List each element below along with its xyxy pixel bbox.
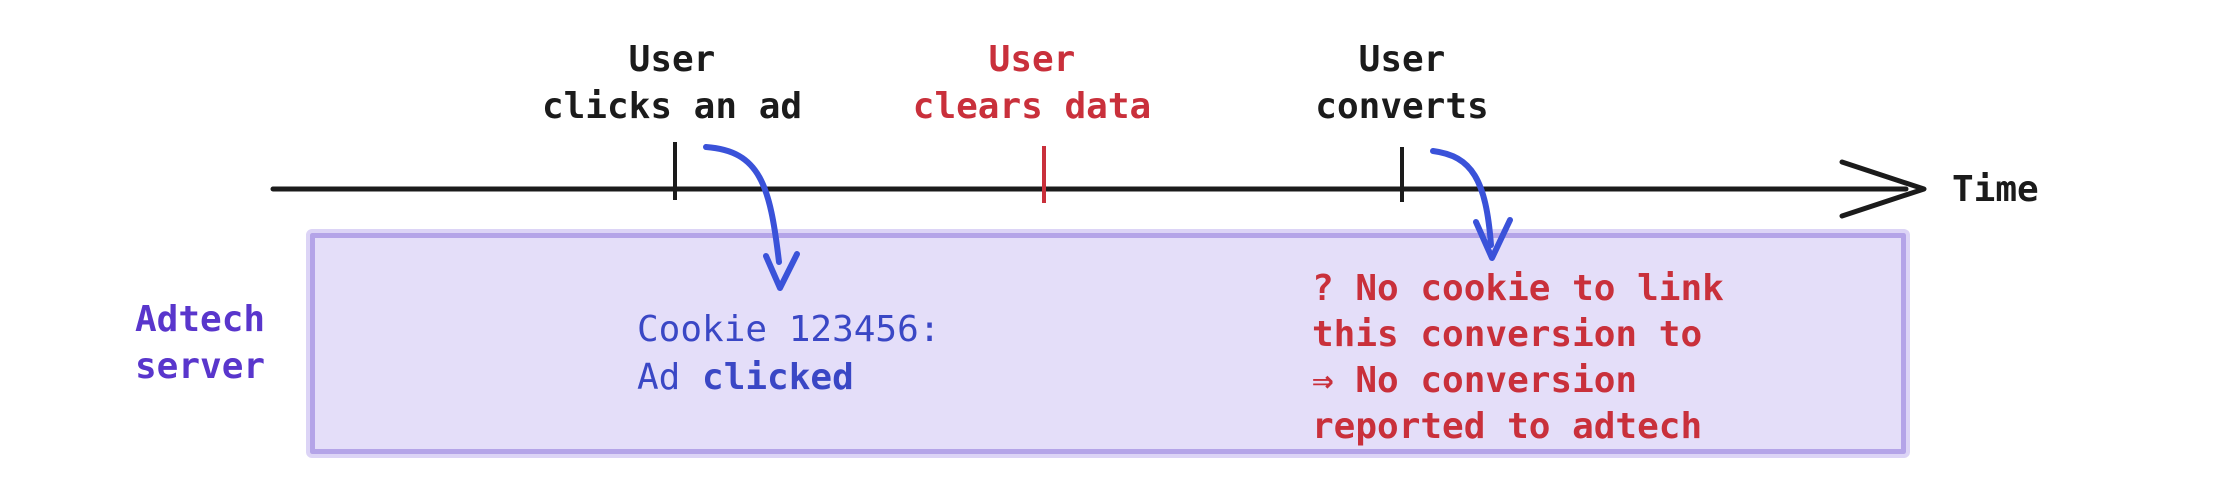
event-label-user-converts: User converts [1315, 36, 1488, 130]
event-label-line: clicks an ad [541, 86, 803, 127]
no-conversion-note-line: ⇒ No conversion [1312, 360, 1638, 401]
no-conversion-note-line: reported to adtech [1312, 406, 1703, 447]
event-label-line: converts [1315, 86, 1489, 127]
event-label-line: User [988, 39, 1076, 80]
no-conversion-note-line: this conversion to [1312, 314, 1703, 355]
time-axis-arrowhead-icon [1839, 159, 1927, 219]
event-label-line: clears data [912, 86, 1152, 127]
cookie-note-line: Ad clicked [637, 354, 940, 402]
event-label-user-clicks-ad: User clicks an ad [542, 36, 802, 130]
cookie-logged-note: Cookie 123456: Ad clicked [637, 306, 940, 402]
adtech-server-label-line: Adtech [135, 299, 266, 340]
adtech-server-label: Adtech server [135, 296, 265, 390]
cookie-note-line: Cookie 123456: [637, 309, 941, 350]
cookie-note-prefix: Ad [637, 357, 703, 398]
time-axis-label: Time [1952, 169, 2039, 210]
event-label-line: User [628, 39, 716, 80]
event-label-user-clears-data: User clears data [913, 36, 1151, 130]
adtech-server-box [306, 229, 1910, 458]
no-conversion-note: ? No cookie to link this conversion to ⇒… [1312, 266, 1724, 450]
adtech-server-label-line: server [135, 346, 266, 387]
cookie-note-emphasis: clicked [702, 357, 854, 398]
curved-arrow-convert-to-note-icon [1430, 148, 1494, 248]
event-label-line: User [1358, 39, 1446, 80]
no-conversion-note-line: ? No cookie to link [1312, 268, 1724, 309]
